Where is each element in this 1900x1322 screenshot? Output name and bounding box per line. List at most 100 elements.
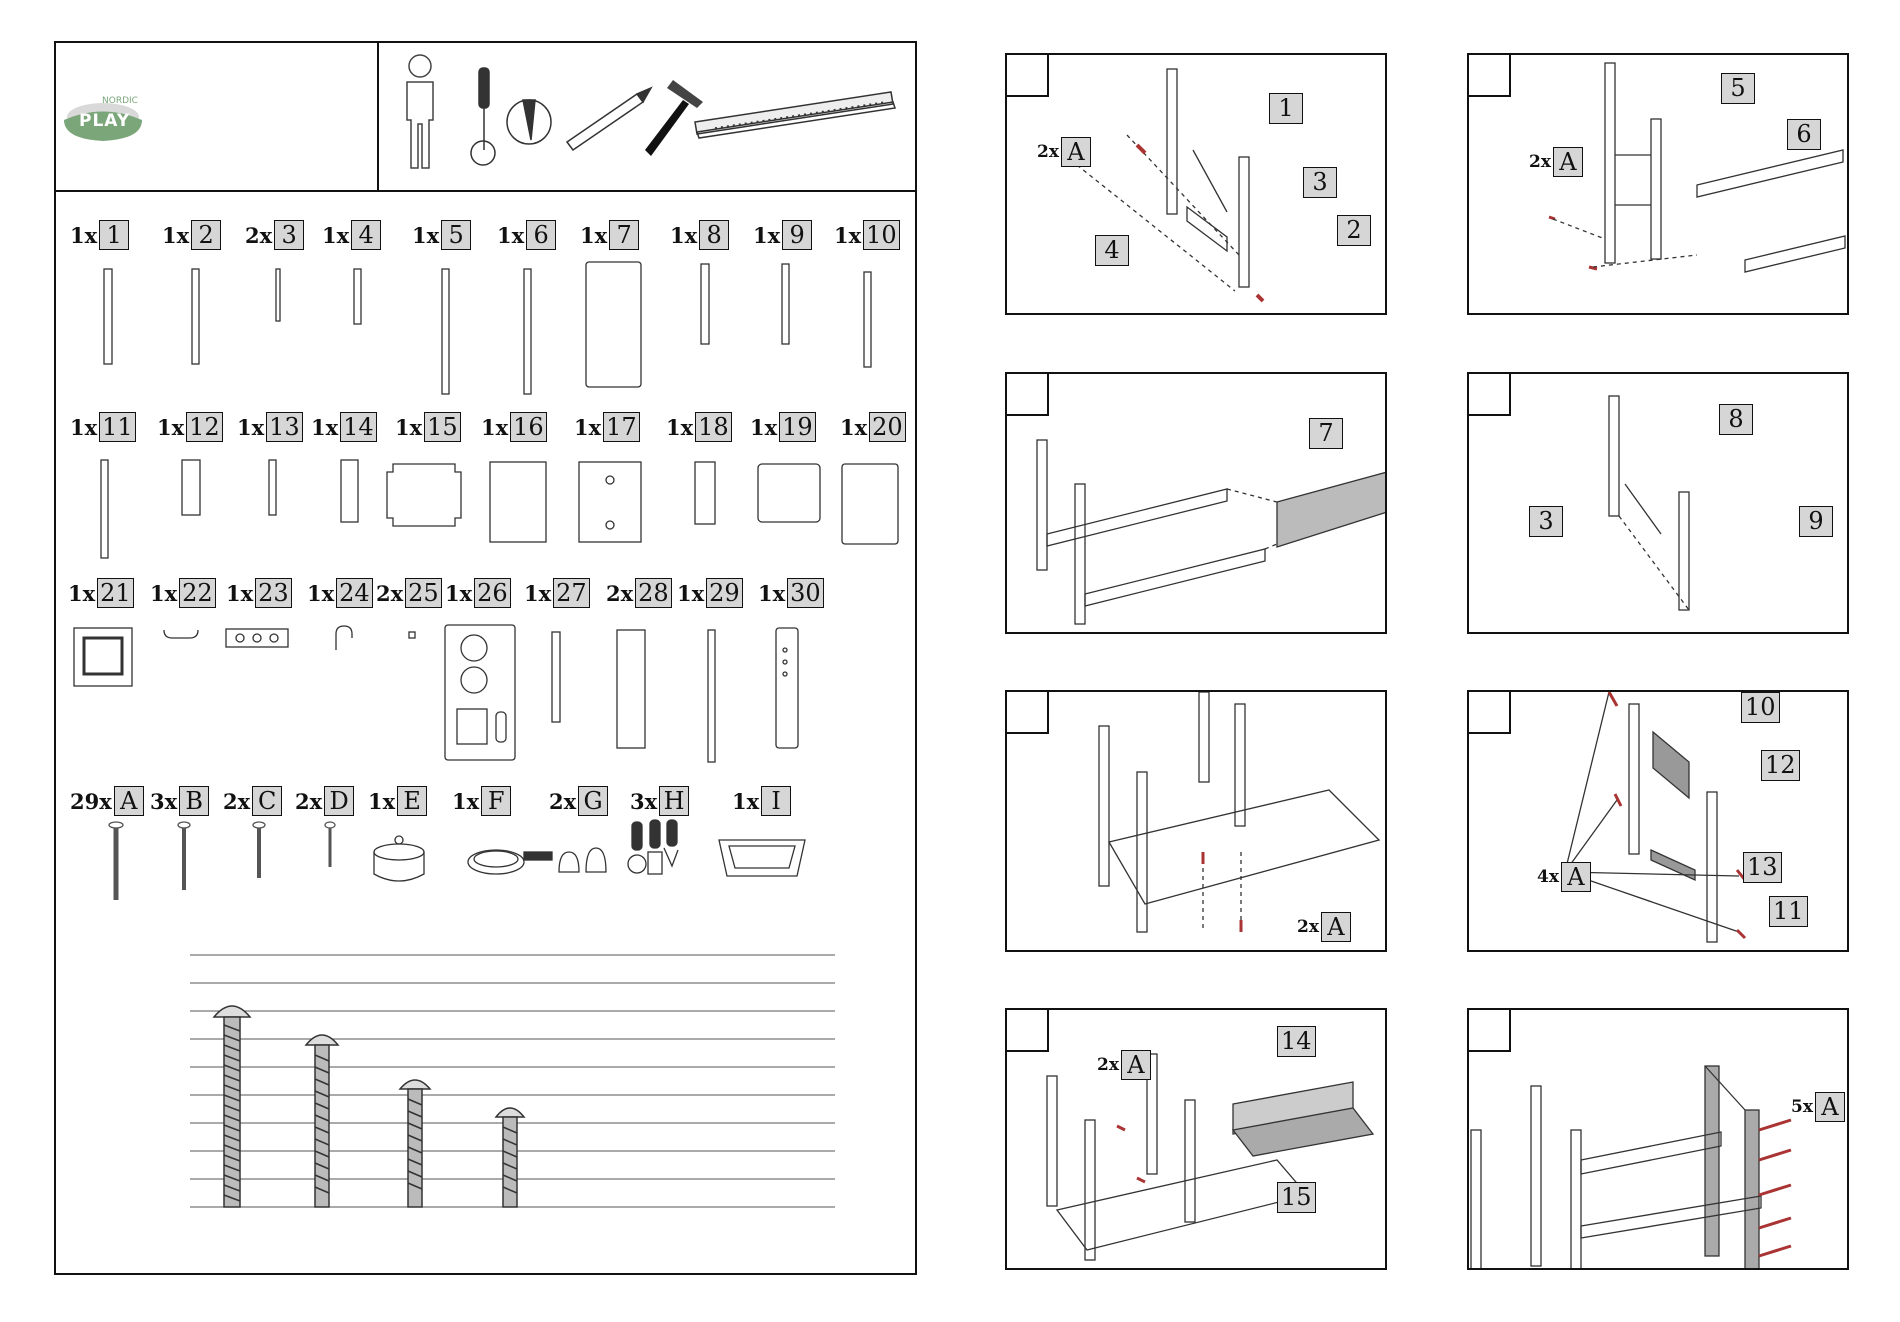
pot-E (374, 836, 424, 881)
step-illustration (1007, 1010, 1387, 1270)
header-vertical-divider (377, 41, 379, 191)
pencil-icon (567, 88, 651, 150)
part-callout-8: 8 (1719, 404, 1753, 435)
screwdriver-icon (471, 68, 551, 165)
person-icon (407, 55, 433, 168)
quantity: 5x (1791, 1097, 1813, 1117)
part-callout-12: 12 (1761, 750, 1800, 781)
part-1 (104, 269, 112, 364)
screw-B-small (178, 822, 190, 890)
part-13 (269, 460, 276, 515)
part-26 (445, 625, 515, 760)
parts-drawings (54, 192, 917, 912)
part-6 (524, 269, 531, 394)
hammer-icon (645, 80, 703, 156)
part-5 (442, 269, 449, 394)
brand-name: PLAY (79, 111, 130, 131)
part-25 (409, 632, 415, 638)
part-4 (354, 269, 361, 324)
pan-F (468, 850, 552, 874)
part-29 (708, 630, 715, 762)
part-callout-1: 1 (1269, 93, 1303, 124)
step-panel: 8 3 9 (1467, 372, 1849, 634)
hardware-id: A (1815, 1092, 1845, 1122)
part-15 (387, 464, 461, 526)
part-callout-14: 14 (1277, 1026, 1316, 1057)
part-callout-3: 3 (1529, 506, 1563, 537)
utensils-H (628, 820, 678, 874)
part-20 (842, 464, 898, 544)
screw-A (214, 1006, 250, 1207)
step-illustration (1469, 374, 1849, 634)
part-2 (192, 269, 199, 364)
part-24 (336, 626, 352, 650)
quantity: 2x (1097, 1055, 1119, 1075)
ruler-icon (695, 92, 895, 138)
step-panel: 5 6 2xA (1467, 53, 1849, 315)
part-28 (617, 630, 645, 748)
part-22 (164, 630, 198, 638)
screw-B (306, 1035, 338, 1207)
quantity: 2x (1037, 142, 1059, 162)
screw-A-small (109, 822, 123, 900)
part-17 (579, 462, 641, 542)
part-callout-11: 11 (1769, 896, 1808, 927)
part-callout-5: 5 (1721, 73, 1755, 104)
step-panel: 7 (1005, 372, 1387, 634)
part-10 (864, 272, 871, 367)
part-callout-4: 4 (1095, 235, 1129, 266)
step-illustration (1469, 55, 1849, 315)
part-19 (758, 464, 820, 522)
tools-illustration (395, 50, 905, 180)
part-9 (782, 264, 789, 344)
screw-D-small (325, 822, 335, 867)
screw-C-small (253, 822, 265, 878)
hardware-id: A (1321, 912, 1351, 942)
part-12 (182, 460, 200, 515)
quantity: 4x (1537, 867, 1559, 887)
part-7 (586, 262, 641, 387)
part-16 (490, 462, 546, 542)
part-callout-6: 6 (1787, 119, 1821, 150)
part-callout-2: 2 (1337, 215, 1371, 246)
tray-I (719, 840, 805, 876)
hardware-id: A (1061, 137, 1091, 167)
part-11 (101, 460, 108, 558)
part-14 (341, 460, 358, 522)
part-27 (552, 632, 560, 722)
part-18 (695, 462, 715, 524)
part-callout-15: 15 (1277, 1182, 1316, 1213)
part-3 (276, 269, 280, 321)
hardware-id: A (1561, 862, 1591, 892)
part-8 (701, 264, 709, 344)
part-30 (776, 628, 798, 748)
quantity: 2x (1297, 917, 1319, 937)
quantity: 2x (1529, 152, 1551, 172)
part-callout-3: 3 (1303, 167, 1337, 198)
part-callout-10: 10 (1741, 692, 1780, 723)
part-23 (226, 629, 288, 647)
part-callout-7: 7 (1309, 418, 1343, 449)
hardware-id: A (1121, 1050, 1151, 1080)
step-illustration (1007, 374, 1387, 634)
screw-size-gauge-detail (190, 945, 840, 1215)
part-21 (74, 628, 132, 686)
part-callout-9: 9 (1799, 506, 1833, 537)
salt-pepper-G (559, 848, 606, 872)
screw-C (400, 1080, 430, 1207)
part-callout-13: 13 (1743, 852, 1782, 883)
hardware-id: A (1553, 147, 1583, 177)
step-illustration (1469, 1010, 1849, 1270)
brand-sub: NORDIC (102, 96, 138, 106)
